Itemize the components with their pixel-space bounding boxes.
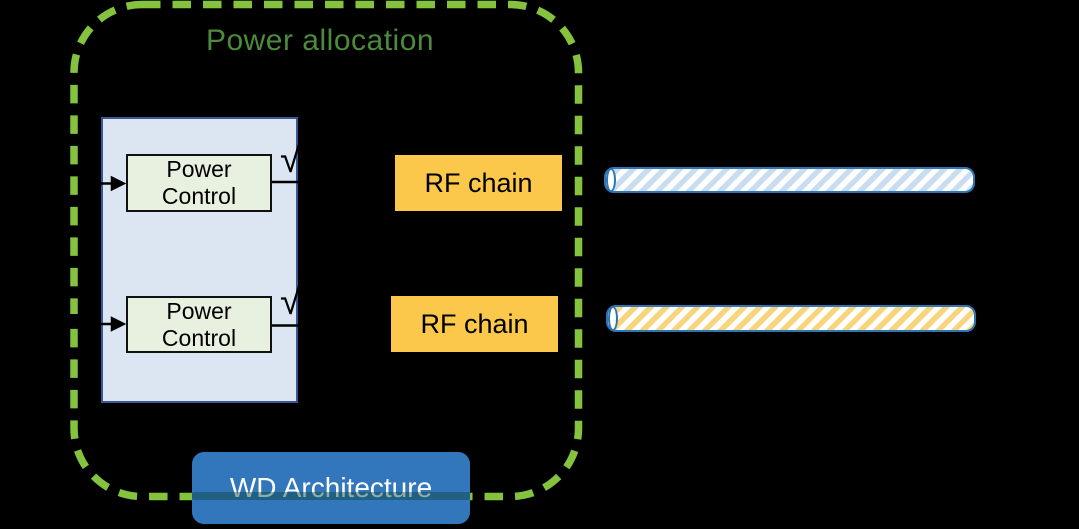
power-control-2-label-line2: Control	[161, 324, 237, 351]
antenna-2-end-cap-icon	[608, 306, 618, 331]
sqrt-symbol-1: √	[280, 139, 301, 181]
antenna-1-end-cap-icon	[606, 168, 616, 192]
dash-notch	[66, 314, 82, 318]
antenna-cylinder-1-icon	[604, 167, 975, 193]
power-allocation-label: Power allocation	[205, 24, 435, 57]
wd-architecture-caption: WD Architecture	[192, 452, 470, 524]
rf-chain-2-label: RF chain	[420, 308, 529, 339]
rf-chain-box-2: RF chain	[391, 296, 558, 352]
power-control-1-label-line1: Power	[166, 156, 232, 182]
rf-chain-box-1: RF chain	[395, 155, 562, 211]
wd-architecture-label: WD Architecture	[229, 472, 433, 503]
rf-chain-1-label: RF chain	[424, 167, 533, 198]
power-control-1-label-line2: Control	[161, 183, 237, 209]
sqrt-symbol-2: √	[280, 281, 301, 323]
output-lines	[272, 180, 391, 327]
input-arrowhead-2-icon	[110, 316, 127, 332]
antenna-cylinder-2-icon	[606, 305, 976, 332]
dashed-border-overlap-stripe	[192, 492, 470, 500]
power-control-box-2: Power Control	[126, 296, 272, 353]
input-arrowhead-1-icon	[110, 175, 127, 192]
power-control-box-1: Power Control	[126, 154, 272, 212]
power-allocation-dashed-border	[70, 0, 583, 501]
power-control-2-label-line1: Power	[166, 297, 232, 324]
input-arrows	[82, 175, 127, 332]
